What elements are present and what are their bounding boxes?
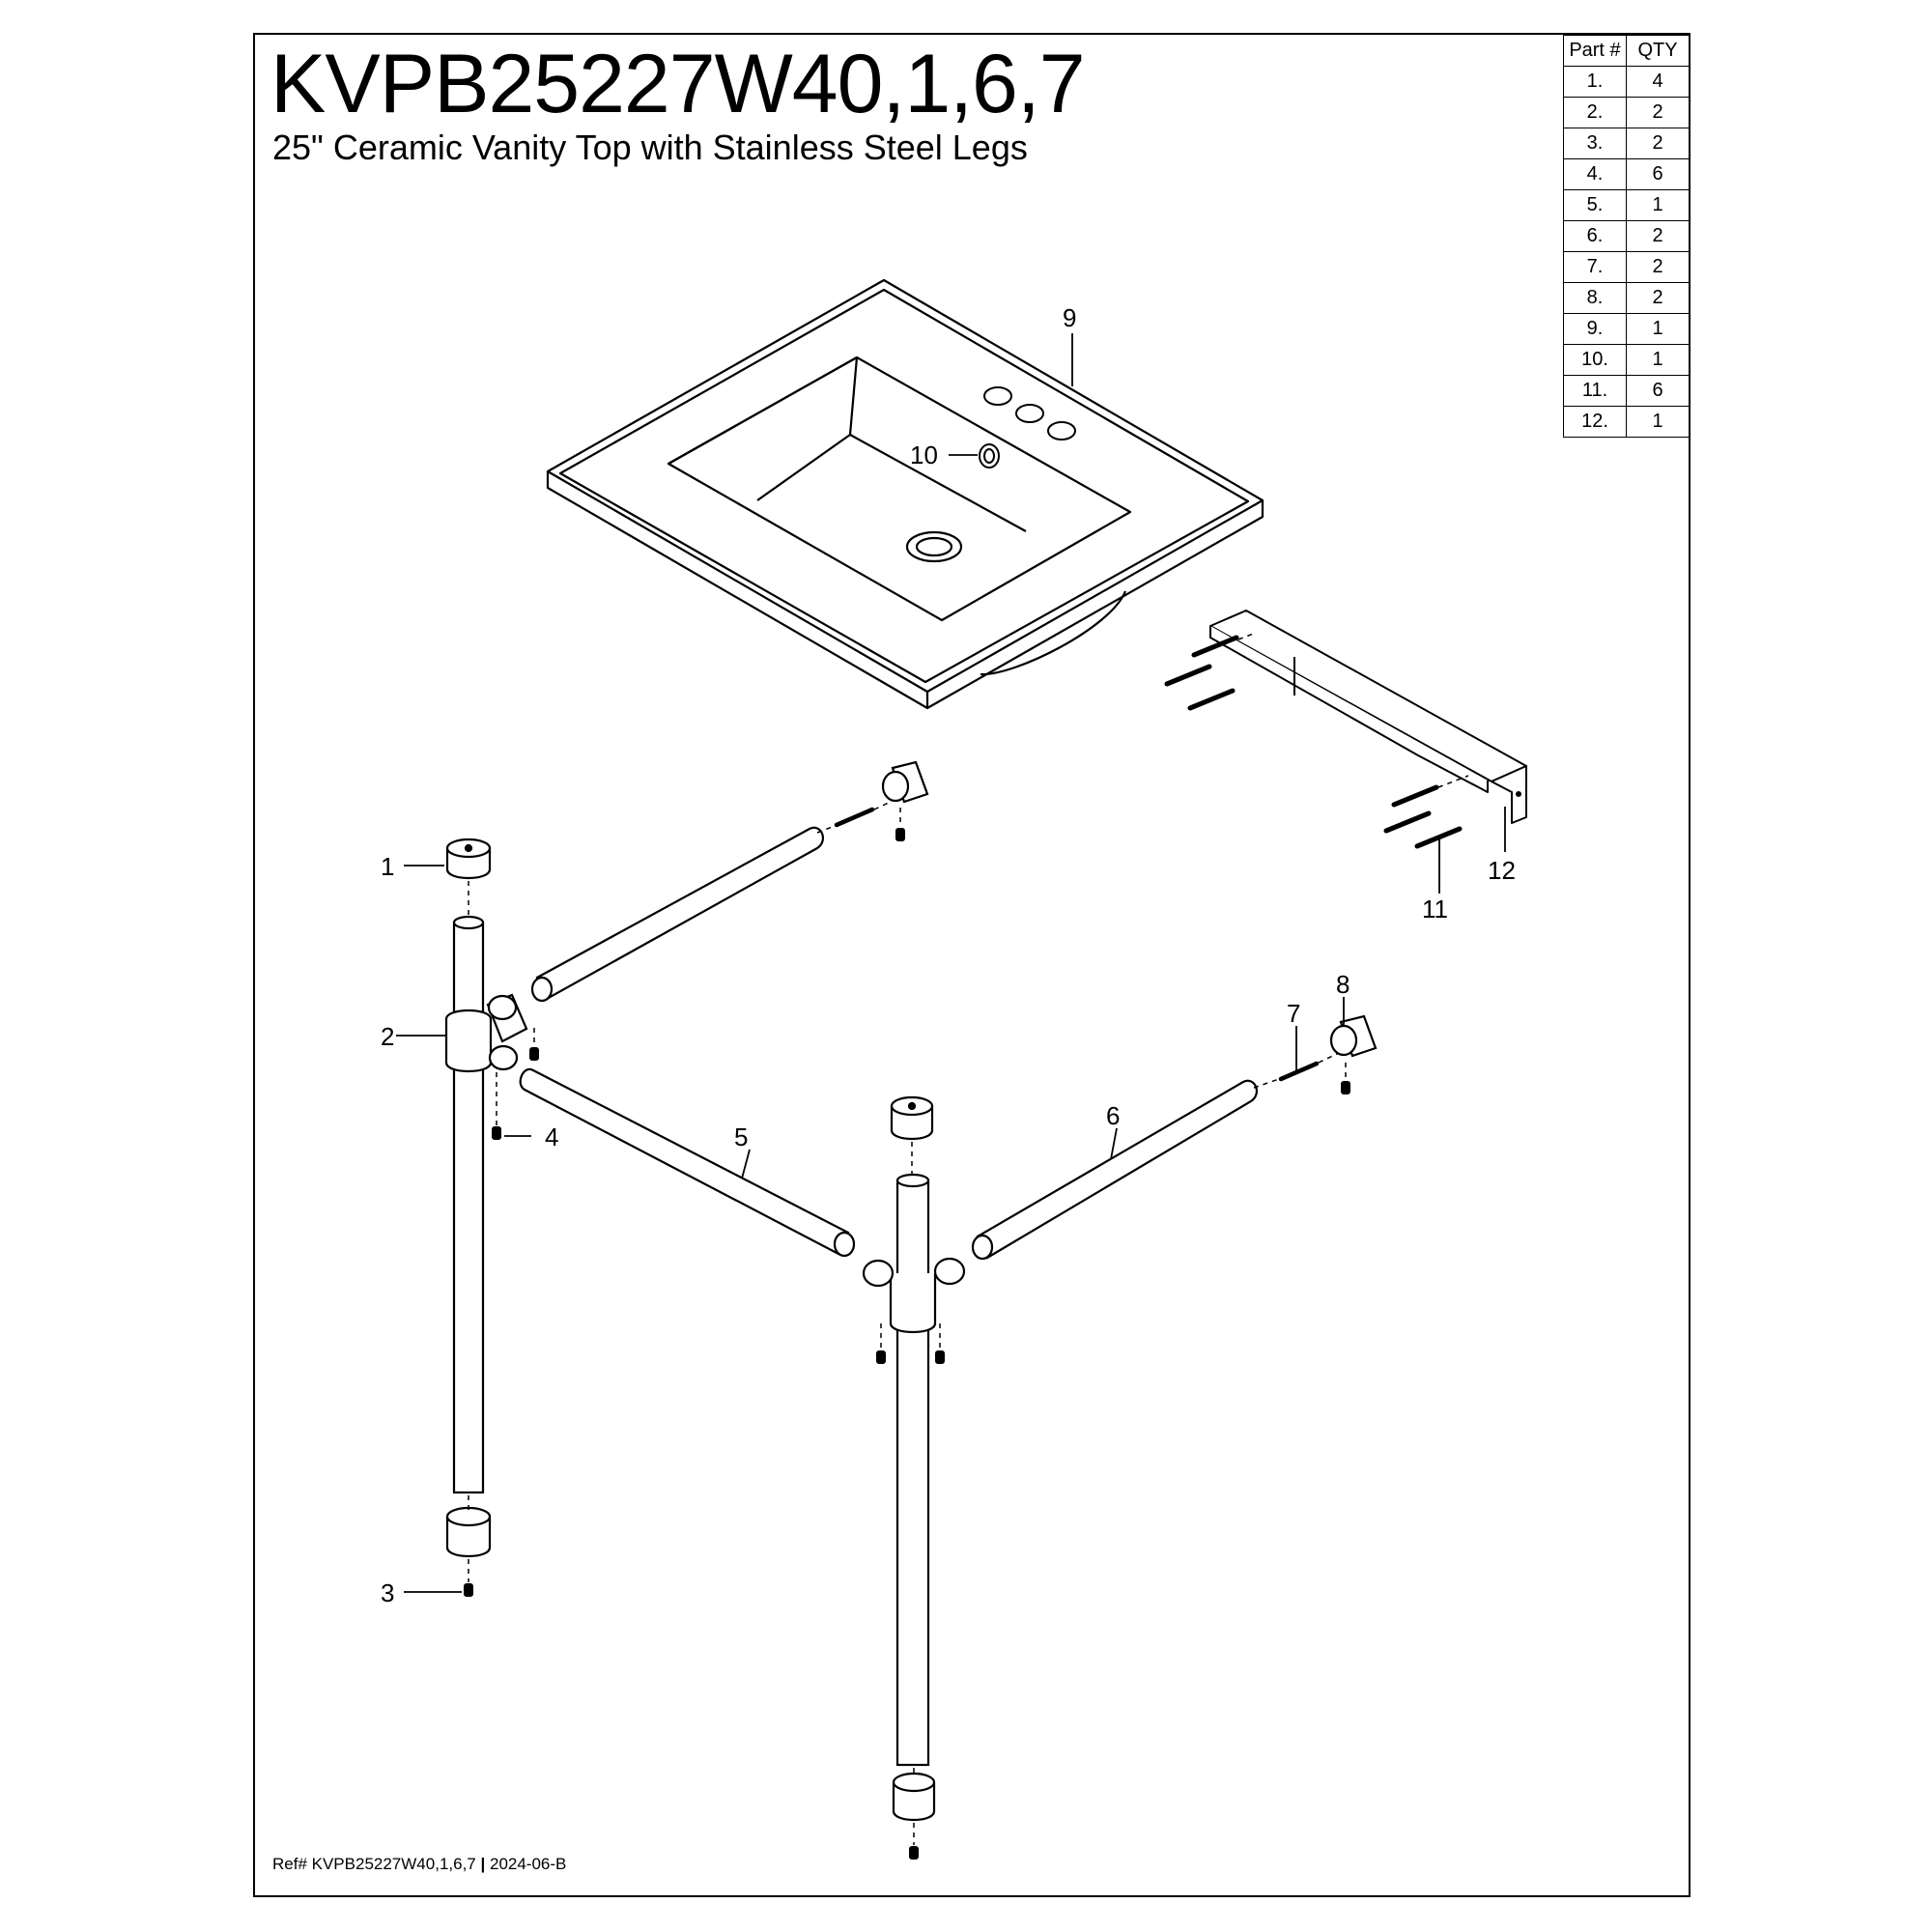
left-leg-post — [444, 915, 528, 1494]
qty-cell: 2 — [1626, 97, 1690, 128]
qty-cell: 2 — [1626, 282, 1690, 314]
table-row: 11.6 — [1563, 375, 1690, 407]
quantity-header: QTY — [1626, 35, 1690, 67]
footer-separator: | — [480, 1855, 486, 1873]
part-number-header: Part # — [1563, 35, 1627, 67]
product-subtitle: 25" Ceramic Vanity Top with Stainless St… — [272, 128, 1028, 167]
back-crossbar — [530, 826, 825, 1003]
part-cell: 12. — [1563, 406, 1627, 438]
wall-end-cap — [881, 760, 1378, 1058]
qty-cell: 2 — [1626, 220, 1690, 252]
callout-labels: 1 2 3 4 5 6 7 8 9 10 11 12 — [381, 303, 1516, 1607]
table-row: 9.1 — [1563, 313, 1690, 345]
callout-1: 1 — [381, 852, 394, 881]
reference-footer: Ref# KVPB25227W40,1,6,7 | 2024-06-B — [272, 1855, 566, 1874]
leveling-foot — [445, 1506, 936, 1821]
qty-cell: 1 — [1626, 344, 1690, 376]
callout-leaders — [396, 333, 1506, 1593]
overflow-ring — [979, 443, 1000, 469]
callout-3: 3 — [381, 1578, 394, 1607]
model-title: KVPB25227W40,1,6,7 — [270, 38, 1086, 130]
leg-top-cap — [445, 838, 934, 1140]
parts-table: Part # QTY 1.4 2.2 3.2 4.6 5.1 6.2 7.2 8… — [1563, 35, 1690, 438]
table-row: 4.6 — [1563, 158, 1690, 190]
long-screw — [834, 807, 1320, 1082]
part-cell: 3. — [1563, 128, 1627, 159]
front-leg-post — [862, 1173, 966, 1767]
part-cell: 10. — [1563, 344, 1627, 376]
table-row: 2.2 — [1563, 97, 1690, 128]
callout-7: 7 — [1287, 999, 1300, 1028]
qty-cell: 1 — [1626, 406, 1690, 438]
wall-bracket — [1209, 610, 1527, 824]
callout-10: 10 — [910, 440, 938, 469]
table-row: 5.1 — [1563, 189, 1690, 221]
drawing-frame — [253, 33, 1690, 1897]
callout-6: 6 — [1106, 1101, 1120, 1130]
parts-table-header: Part # QTY — [1563, 35, 1690, 67]
callout-12: 12 — [1488, 856, 1516, 885]
callout-4: 4 — [545, 1122, 558, 1151]
qty-cell: 6 — [1626, 158, 1690, 190]
part-cell: 9. — [1563, 313, 1627, 345]
part-cell: 6. — [1563, 220, 1627, 252]
callout-11: 11 — [1422, 895, 1448, 923]
qty-cell: 1 — [1626, 313, 1690, 345]
qty-cell: 2 — [1626, 251, 1690, 283]
table-row: 3.2 — [1563, 128, 1690, 159]
assembly-guide-lines — [468, 632, 1469, 1845]
table-row: 6.2 — [1563, 220, 1690, 252]
callout-5: 5 — [734, 1122, 748, 1151]
qty-cell: 1 — [1626, 189, 1690, 221]
callout-2: 2 — [381, 1022, 394, 1051]
reference-number: Ref# KVPB25227W40,1,6,7 — [272, 1855, 476, 1873]
callout-8: 8 — [1336, 970, 1350, 999]
wall-screw-set — [1164, 635, 1463, 849]
table-row: 10.1 — [1563, 344, 1690, 376]
revision-code: 2024-06-B — [489, 1855, 567, 1873]
callout-9: 9 — [1063, 303, 1076, 332]
table-row: 12.1 — [1563, 406, 1690, 438]
part-cell: 5. — [1563, 189, 1627, 221]
side-crossbar — [519, 1067, 856, 1258]
ceramic-vanity-top — [546, 278, 1264, 710]
right-crossbar — [971, 1079, 1259, 1261]
faucet-hole-icon — [983, 386, 1076, 440]
foot-screw — [464, 1583, 919, 1860]
